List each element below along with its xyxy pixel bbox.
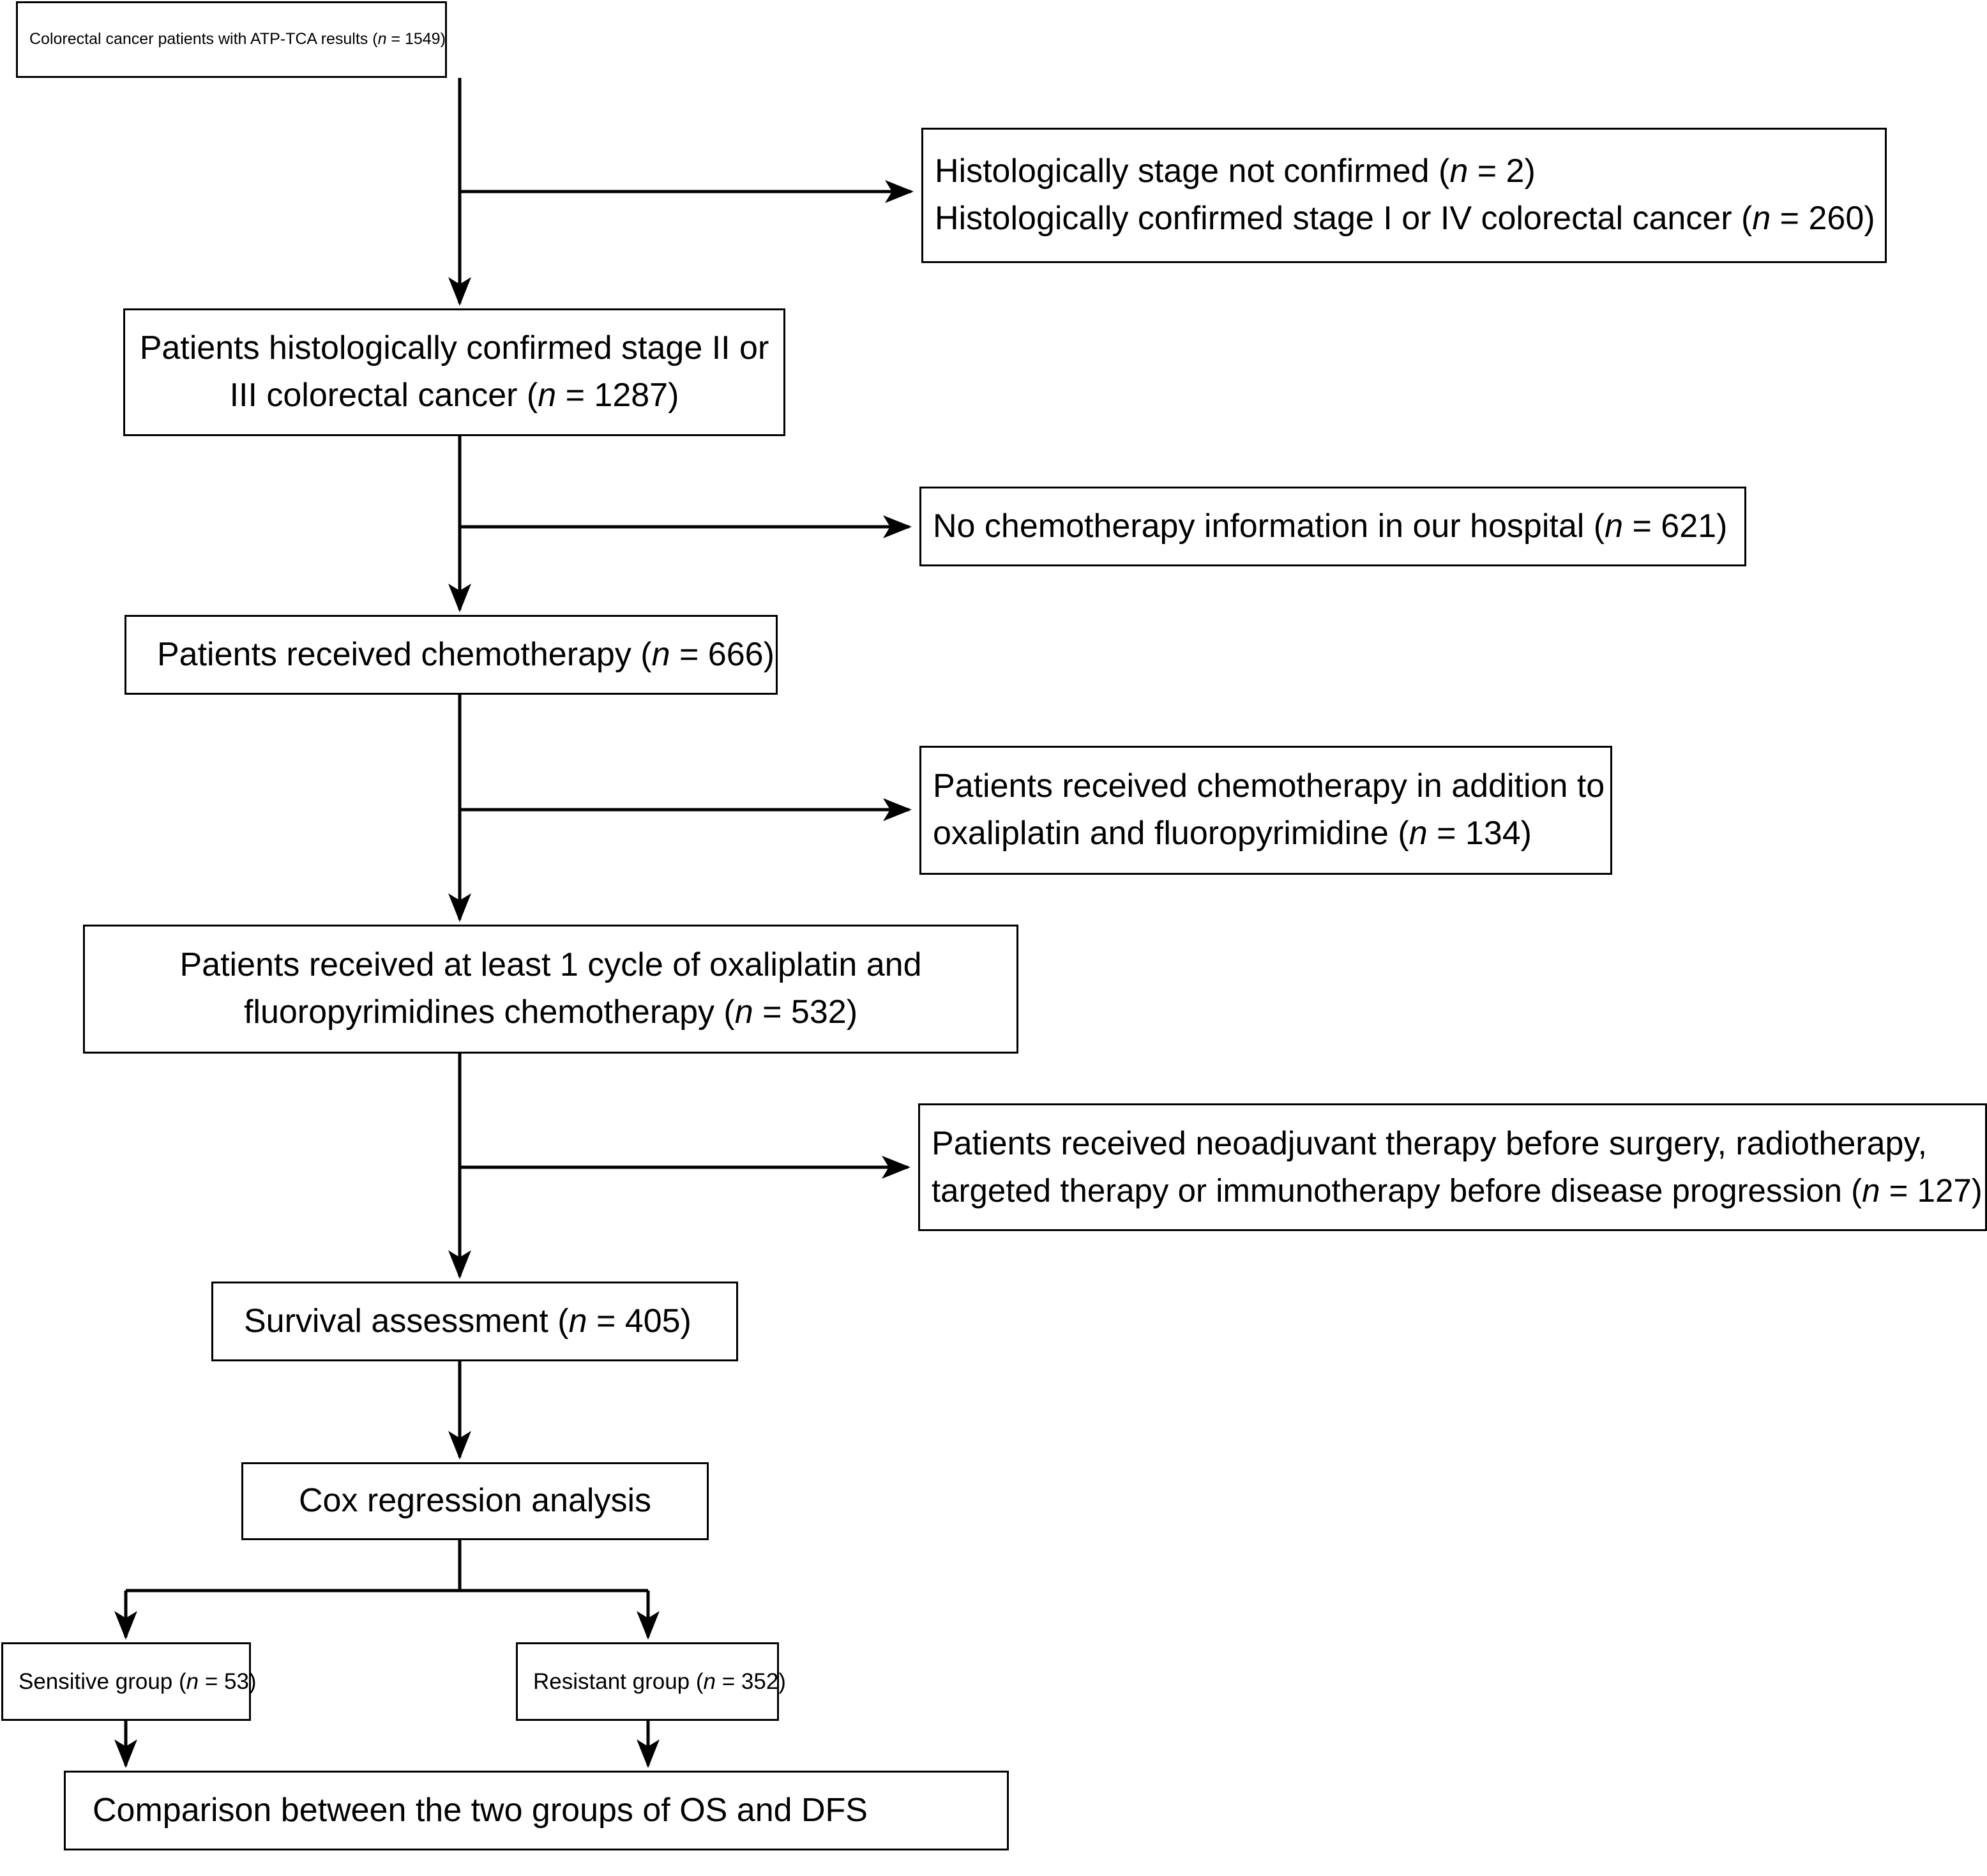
node-exclusion-stage[interactable]: Histologically stage not confirmed (n = … <box>921 128 1887 263</box>
node-exclusion-neoadjuvant[interactable]: Patients received neoadjuvant therapy be… <box>918 1103 1987 1231</box>
node-cox-regression[interactable]: Cox regression analysis <box>241 1462 709 1540</box>
node-exclusion-stage-line1: Histologically stage not confirmed (n = … <box>935 153 1536 190</box>
node-received-chemotherapy[interactable]: Patients received chemotherapy (n = 666) <box>125 615 778 695</box>
node-exclusion-additional-chemo-line2: oxaliplatin and fluoropyrimidine (n = 13… <box>933 815 1532 852</box>
node-comparison-os-dfs[interactable]: Comparison between the two groups of OS … <box>64 1771 1009 1850</box>
node-exclusion-neoadjuvant-line2: targeted therapy or immunotherapy before… <box>932 1172 1983 1209</box>
node-exclusion-additional-chemo-line1: Patients received chemotherapy in additi… <box>933 768 1605 805</box>
node-enrolled-cohort-line1: Colorectal cancer patients with ATP-TCA … <box>29 30 446 49</box>
node-comparison-os-dfs-line1: Comparison between the two groups of OS … <box>93 1791 868 1829</box>
node-sensitive-group-line1: Sensitive group (n = 53) <box>19 1668 257 1694</box>
node-resistant-group-line1: Resistant group (n = 352) <box>533 1668 786 1694</box>
node-exclusion-no-chemo-info-line1: No chemotherapy information in our hospi… <box>933 507 1728 545</box>
node-stage-2-or-3-line1: Patients histologically confirmed stage … <box>139 329 769 367</box>
node-at-least-one-cycle-line1: Patients received at least 1 cycle of ox… <box>179 946 922 984</box>
node-exclusion-neoadjuvant-line1: Patients received neoadjuvant therapy be… <box>932 1124 1928 1162</box>
node-survival-assessment[interactable]: Survival assessment (n = 405) <box>211 1282 738 1361</box>
node-received-chemotherapy-line1: Patients received chemotherapy (n = 666) <box>157 635 774 673</box>
node-exclusion-stage-line2: Histologically confirmed stage I or IV c… <box>935 200 1875 237</box>
node-exclusion-no-chemo-info[interactable]: No chemotherapy information in our hospi… <box>919 487 1746 566</box>
node-at-least-one-cycle-line2: fluoropyrimidines chemotherapy (n = 532) <box>243 994 858 1031</box>
node-stage-2-or-3[interactable]: Patients histologically confirmed stage … <box>123 308 785 436</box>
node-survival-assessment-line1: Survival assessment (n = 405) <box>244 1302 691 1340</box>
node-cox-regression-line1: Cox regression analysis <box>298 1482 652 1520</box>
node-stage-2-or-3-line2: III colorectal cancer (n = 1287) <box>229 377 679 414</box>
node-resistant-group[interactable]: Resistant group (n = 352) <box>516 1642 786 1721</box>
node-at-least-one-cycle[interactable]: Patients received at least 1 cycle of ox… <box>83 925 1018 1054</box>
node-exclusion-additional-chemo[interactable]: Patients received chemotherapy in additi… <box>919 746 1612 875</box>
node-enrolled-cohort[interactable]: Colorectal cancer patients with ATP-TCA … <box>16 1 447 78</box>
node-sensitive-group[interactable]: Sensitive group (n = 53) <box>1 1642 257 1721</box>
